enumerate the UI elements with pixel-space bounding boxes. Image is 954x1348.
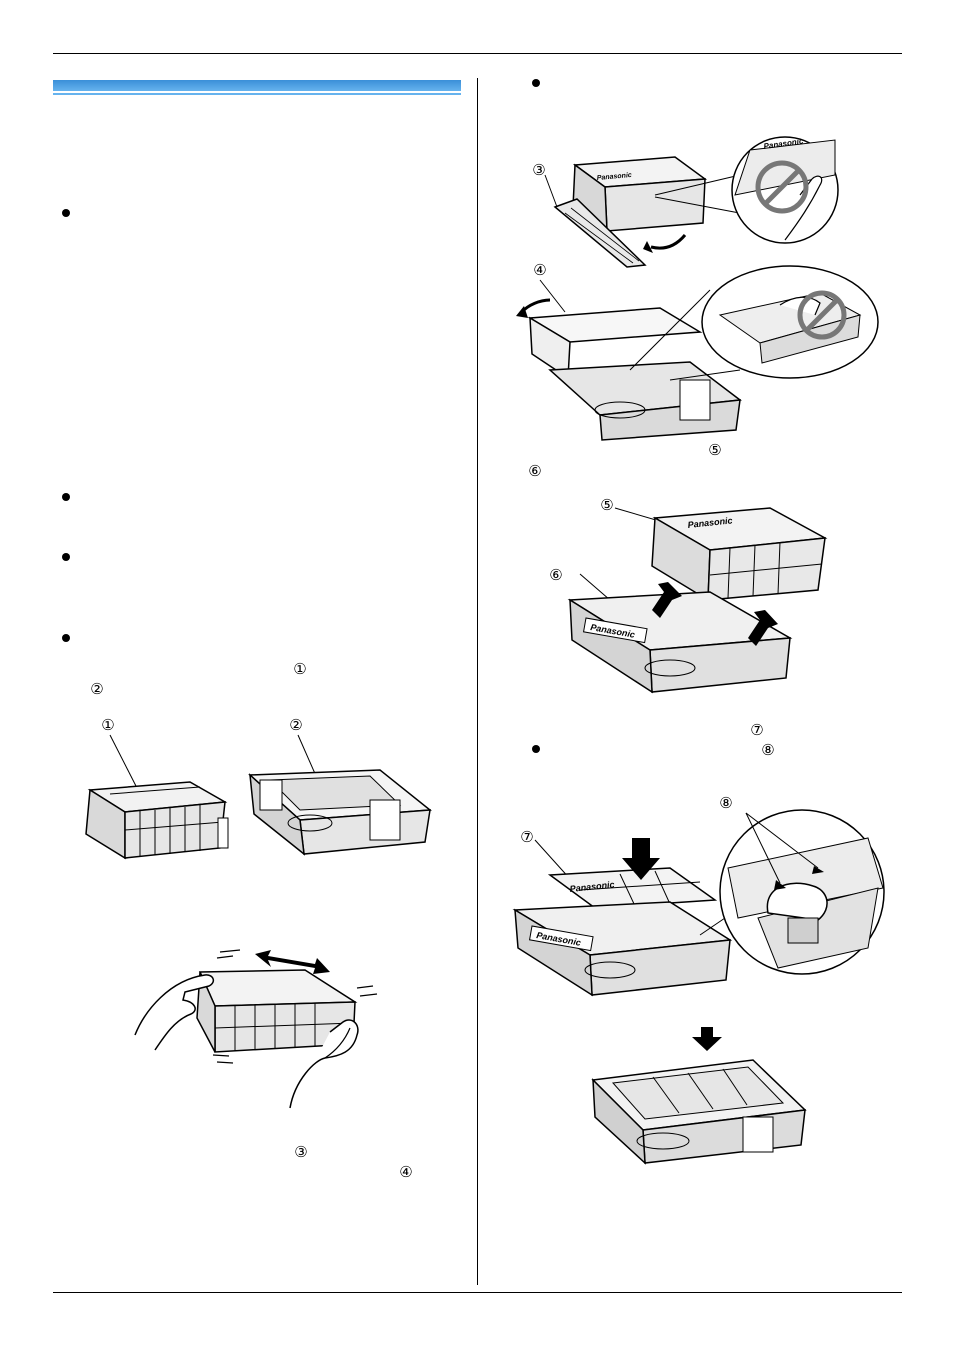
remove-protection-sheet-illustration — [516, 279, 742, 441]
column-divider — [477, 78, 478, 1285]
marker-c7-figure: ⑦ — [520, 828, 534, 846]
no-touch-roller-inset-1: Panasonic — [731, 136, 839, 244]
marker-c1-text: ① — [293, 660, 307, 678]
section-title-underline — [53, 93, 461, 95]
marker-c1-figure: ① — [101, 716, 115, 734]
remove-protection-bar-illustration: Panasonic — [544, 156, 751, 268]
bullet-1 — [62, 209, 70, 217]
press-cartridge-down-illustration: Panasonic Panasonic — [512, 838, 733, 997]
bullet-2 — [62, 493, 70, 501]
marker-c2-text: ② — [90, 680, 104, 698]
marker-c2-figure: ② — [289, 716, 303, 734]
assembled-drum-cartridge-illustration — [591, 1059, 807, 1165]
marker-c8-text: ⑧ — [761, 741, 775, 759]
insert-cartridge-into-drum-illustration: Panasonic Panasonic — [567, 507, 828, 694]
toner-cartridge-illustration — [85, 734, 229, 860]
no-touch-drum-inset — [701, 265, 879, 379]
section-title-bar — [53, 80, 461, 91]
marker-c4-text: ④ — [399, 1163, 413, 1181]
marker-c6-figure: ⑥ — [549, 566, 563, 584]
marker-c3-text: ③ — [294, 1143, 308, 1161]
marker-c8-figure: ⑧ — [719, 794, 733, 812]
bullet-4 — [62, 634, 70, 642]
marker-c5-text: ⑤ — [708, 441, 722, 459]
bullet-5 — [532, 79, 540, 87]
brand-label-cartridge: Panasonic — [687, 515, 733, 530]
shake-cartridge-illustration — [134, 949, 378, 1109]
footer-rule — [53, 1292, 902, 1293]
drum-unit-illustration — [248, 734, 432, 856]
down-arrow-icon — [692, 1027, 722, 1051]
marker-c3-figure: ③ — [532, 161, 546, 179]
lever-click-inset — [719, 809, 885, 975]
bullet-3 — [62, 553, 70, 561]
bullet-6 — [532, 745, 540, 753]
marker-c5-figure: ⑤ — [600, 496, 614, 514]
marker-c4-figure: ④ — [533, 261, 547, 279]
svg-text:Panasonic: Panasonic — [597, 172, 633, 182]
marker-c6-text: ⑥ — [528, 462, 542, 480]
header-rule — [53, 53, 902, 54]
marker-c7-text: ⑦ — [750, 721, 764, 739]
